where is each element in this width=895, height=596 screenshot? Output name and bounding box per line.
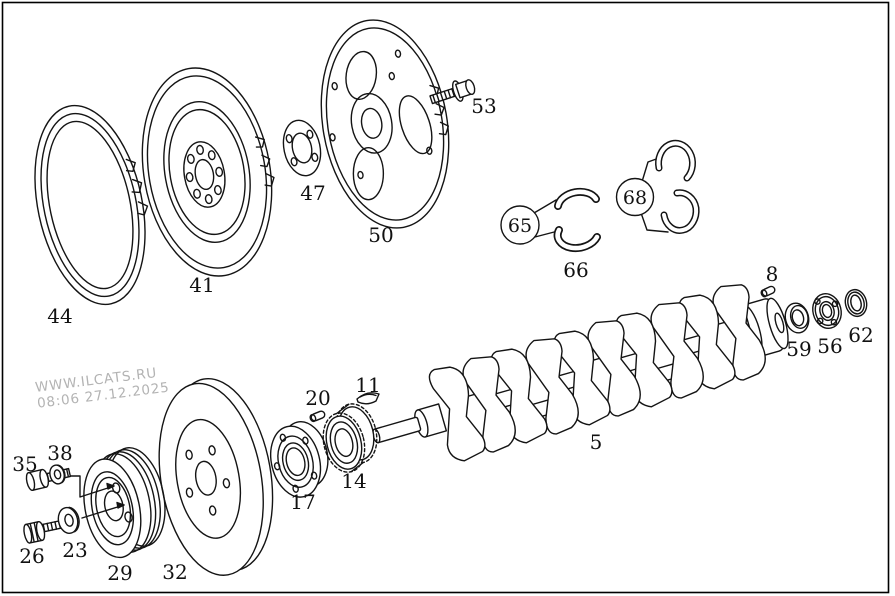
part-label-20: 20 — [305, 386, 330, 410]
thrust-washer-upper — [655, 139, 696, 182]
part-label-32: 32 — [162, 560, 187, 584]
flywheel-teeth-marks — [254, 136, 275, 187]
part-label-62: 62 — [848, 323, 873, 347]
part-8-pin — [760, 285, 776, 298]
callout-circle-68 — [615, 177, 655, 217]
ring-gear-teeth-marks — [125, 158, 149, 216]
part-68-thrust-washers: 68 — [615, 139, 700, 235]
part-20-pin — [309, 410, 326, 423]
part-label-66: 66 — [563, 258, 588, 282]
part-label-35: 35 — [12, 452, 37, 476]
part-62-ring — [844, 288, 868, 318]
part-label-23: 23 — [62, 538, 87, 562]
part-label-44: 44 — [47, 304, 72, 328]
part-label-11: 11 — [355, 373, 380, 397]
part-56-ball-bearing — [812, 292, 842, 330]
part-14-sprocket — [322, 403, 378, 473]
part-label-50: 50 — [368, 223, 393, 247]
part-50-drive-plate — [320, 19, 450, 229]
part-23-washer — [57, 506, 80, 534]
part-26-bolt — [23, 519, 66, 544]
part-11-woodruff-key — [356, 392, 380, 405]
part-label-5: 5 — [590, 430, 603, 454]
bearing-shell-lower — [553, 226, 601, 253]
part-label-38: 38 — [47, 441, 72, 465]
part-label-65: 65 — [508, 215, 532, 237]
part-label-8: 8 — [766, 262, 779, 286]
part-label-17: 17 — [290, 490, 315, 514]
callout-circle-65 — [500, 205, 540, 245]
part-38-washer — [49, 464, 66, 485]
part-17-hub-flange — [270, 420, 329, 498]
part-label-68: 68 — [623, 187, 647, 209]
part-44-ring-gear — [34, 104, 149, 306]
part-label-29: 29 — [107, 561, 132, 585]
bearing-shell-upper — [554, 187, 600, 210]
part-labels: 44 41 47 50 53 66 8 59 56 62 5 35 38 26 … — [12, 94, 873, 585]
part-59-ring — [784, 302, 810, 334]
thrust-washer-lower — [660, 189, 700, 235]
part-53-bolt — [429, 79, 476, 105]
part-label-26: 26 — [19, 544, 44, 568]
part-32-disc — [158, 378, 274, 576]
part-label-56: 56 — [817, 334, 842, 358]
part-label-53: 53 — [471, 94, 496, 118]
part-label-47: 47 — [300, 181, 325, 205]
part-65-66-bearing-shells: 65 — [500, 187, 601, 253]
part-47-shim-washer — [282, 119, 322, 177]
part-41-flywheel — [141, 67, 275, 277]
part-label-14: 14 — [341, 469, 366, 493]
pulley-leader-lines — [66, 475, 125, 519]
part-label-59: 59 — [786, 337, 811, 361]
part-label-41: 41 — [189, 273, 214, 297]
